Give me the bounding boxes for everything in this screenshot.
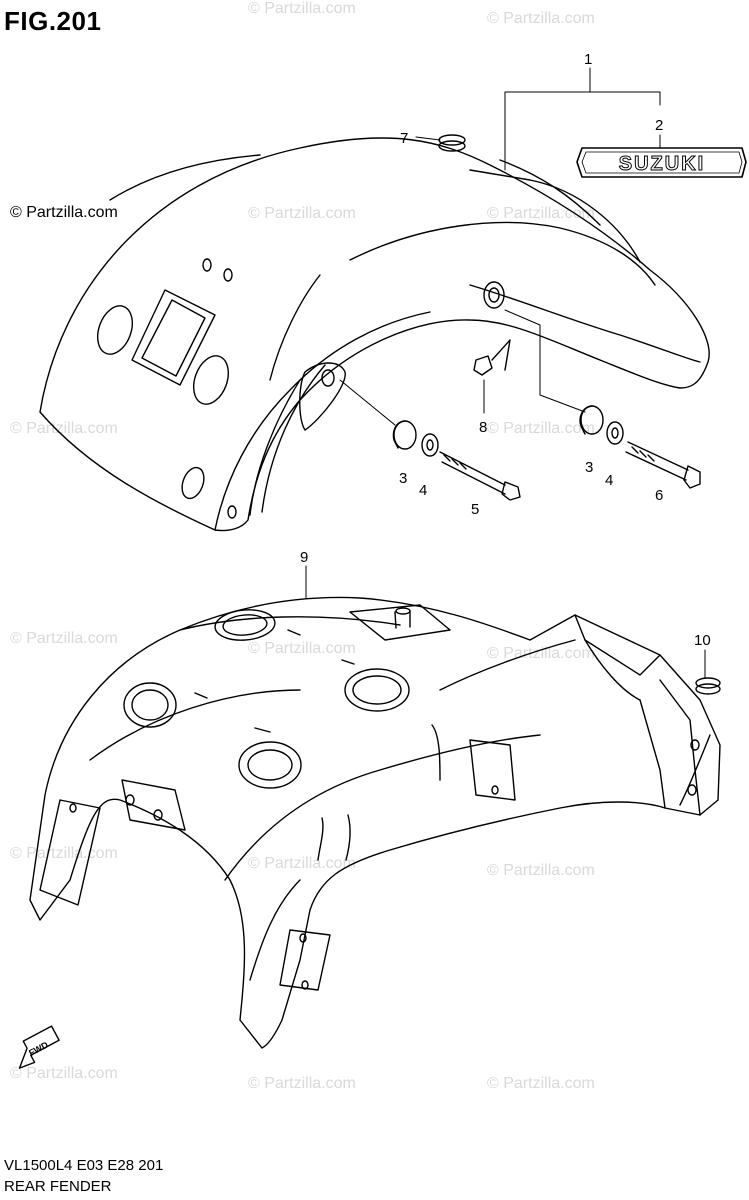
callout-10: 10	[694, 632, 711, 649]
callout-7: 7	[400, 130, 408, 147]
watermark: © Partzilla.com	[10, 1065, 118, 1082]
leader-lines-lower	[305, 565, 706, 679]
washer-part-4-left	[421, 433, 439, 457]
spacer-part-3-left	[392, 420, 417, 450]
watermark: © Partzilla.com	[487, 420, 595, 437]
watermark: © Partzilla.com	[248, 1075, 356, 1092]
figure-title: FIG.201	[4, 6, 102, 36]
bolt-part-5	[439, 451, 521, 501]
callout-8: 8	[479, 419, 487, 436]
bolt-part-6	[625, 441, 701, 489]
fwd-arrow-icon	[18, 1025, 60, 1069]
callout-3-right: 3	[585, 459, 593, 476]
nut-part-8	[473, 339, 511, 376]
suzuki-emblem-part-2	[576, 147, 747, 178]
watermark: © Partzilla.com	[248, 0, 356, 17]
watermark: © Partzilla.com	[487, 1075, 595, 1092]
callout-3-left: 3	[399, 470, 407, 487]
callout-4-right: 4	[605, 472, 613, 489]
callout-9: 9	[300, 549, 308, 566]
watermark: © Partzilla.com	[248, 640, 356, 657]
watermark: © Partzilla.com	[248, 855, 356, 872]
callout-2: 2	[655, 117, 663, 134]
model-code: VL1500L4 E03 E28 201	[4, 1157, 164, 1174]
rear-fender-lower	[29, 596, 721, 1049]
leader-lines-upper	[339, 67, 661, 426]
callout-1: 1	[584, 51, 592, 68]
watermark: © Partzilla.com	[487, 862, 595, 879]
watermark: © Partzilla.com	[10, 420, 118, 437]
grommet-part-10	[695, 677, 721, 695]
washer-part-4-right	[606, 421, 624, 445]
callout-5: 5	[471, 501, 479, 518]
watermark: © Partzilla.com	[487, 645, 595, 662]
callout-6: 6	[655, 487, 663, 504]
diagram-title: REAR FENDER	[4, 1178, 112, 1195]
callout-4-left: 4	[419, 482, 427, 499]
spacer-part-3-right	[579, 405, 604, 435]
callout-labels: 1 2 3 3 4 4 5 6 7 8 9 10	[300, 51, 711, 649]
watermark: © Partzilla.com	[248, 205, 356, 222]
watermark: © Partzilla.com	[487, 10, 595, 27]
watermark: © Partzilla.com	[10, 630, 118, 647]
fwd-label: FWD	[27, 1039, 50, 1058]
suzuki-logo-text: SUZUKI	[619, 153, 705, 175]
rear-fender-upper	[39, 137, 710, 532]
copyright-label: © Partzilla.com	[10, 204, 118, 221]
